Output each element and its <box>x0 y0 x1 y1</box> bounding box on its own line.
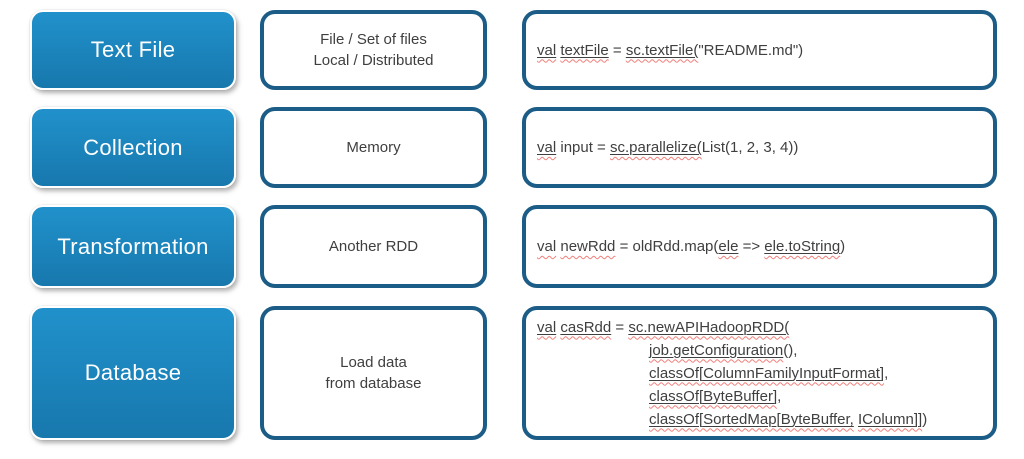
description-line: from database <box>325 375 422 392</box>
code-token-text: ) <box>840 238 846 255</box>
code-token-text: textFile <box>560 41 609 59</box>
description-box-database: Load data from database <box>260 306 487 440</box>
code-token-text: casRdd <box>560 318 612 336</box>
code-token-text: = <box>611 318 629 336</box>
description-text: Load data from database <box>264 352 483 394</box>
code-token-text: => <box>738 238 765 255</box>
code-token-text: List(1, 2, 3, 4)) <box>701 139 799 156</box>
code-token: val <box>537 238 556 255</box>
label-box-collection: Collection <box>30 107 236 188</box>
code-box-database: val casRdd = sc.newAPIHadoopRDD(job.getC… <box>522 306 997 440</box>
code-box-text-file: val textFile = sc.textFile("README.md") <box>522 10 997 90</box>
code-token-text: = oldRdd.map( <box>615 238 719 255</box>
code-token-text: sc.textFile( <box>625 41 699 59</box>
code-token: (), <box>783 342 797 359</box>
source-label: Collection <box>83 134 183 160</box>
code-token: = oldRdd.map( <box>615 238 719 255</box>
code-token: , <box>777 388 781 405</box>
code-line: val casRdd = sc.newAPIHadoopRDD( <box>537 316 927 339</box>
code-block: val newRdd = oldRdd.map(ele => ele.toStr… <box>537 235 845 258</box>
code-token-text: newRdd <box>560 238 616 255</box>
description-line: Another RDD <box>328 238 419 255</box>
code-line: classOf[ColumnFamilyInputFormat], <box>649 362 927 385</box>
description-text: Memory <box>264 137 483 158</box>
code-token: classOf[ByteBuffer] <box>649 388 777 405</box>
code-token: newRdd <box>560 238 615 255</box>
code-token: = <box>609 42 626 59</box>
code-token-text: classOf[ByteBuffer] <box>649 387 778 405</box>
code-token: sc.textFile( <box>626 42 699 59</box>
code-block: val input = sc.parallelize(List(1, 2, 3,… <box>537 136 798 159</box>
code-token-text: , <box>777 387 782 405</box>
description-line: Load data <box>340 354 407 371</box>
code-token-text: classOf[ColumnFamilyInputFormat] <box>649 364 885 382</box>
code-token: val <box>537 319 556 336</box>
code-token-text: val <box>537 139 557 156</box>
description-box-transformation: Another RDD <box>260 205 487 288</box>
code-line: job.getConfiguration(), <box>649 339 927 362</box>
description-box-collection: Memory <box>260 107 487 188</box>
code-token-text: (), <box>783 341 798 359</box>
source-label: Database <box>84 360 182 385</box>
description-line: File / Set of files <box>320 31 427 48</box>
code-token: input = <box>556 139 610 156</box>
code-token-text: sc.parallelize( <box>609 139 702 156</box>
description-line: Local / Distributed <box>313 52 434 69</box>
code-token: "README.md") <box>698 42 803 59</box>
code-token: ) <box>922 411 927 428</box>
code-line: classOf[ByteBuffer], <box>649 385 927 408</box>
code-block: val casRdd = sc.newAPIHadoopRDD(job.getC… <box>537 316 927 431</box>
code-token: classOf[SortedMap[ByteBuffer, <box>649 411 854 428</box>
code-line: val input = sc.parallelize(List(1, 2, 3,… <box>537 136 798 159</box>
source-label: Transformation <box>57 233 209 259</box>
code-token: IColumn]] <box>858 411 922 428</box>
code-token-text: val <box>537 318 557 336</box>
code-token: casRdd <box>560 319 611 336</box>
code-token: sc.newAPIHadoopRDD( <box>628 319 789 336</box>
label-box-database: Database <box>30 306 236 440</box>
code-token-text: , <box>884 364 889 382</box>
label-box-text-file: Text File <box>30 10 236 90</box>
code-token: List(1, 2, 3, 4)) <box>702 139 799 156</box>
code-token-text: val <box>537 238 557 255</box>
source-label: Text File <box>90 37 176 62</box>
description-line: Memory <box>346 139 401 156</box>
code-token-text: job.getConfiguration <box>649 341 784 359</box>
code-line: val textFile = sc.textFile("README.md") <box>537 39 803 62</box>
code-token: val <box>537 139 556 156</box>
code-token-text: classOf[SortedMap[ByteBuffer, <box>649 410 854 428</box>
code-box-collection: val input = sc.parallelize(List(1, 2, 3,… <box>522 107 997 188</box>
code-token-text: input = <box>556 139 610 156</box>
code-line: val newRdd = oldRdd.map(ele => ele.toStr… <box>537 235 845 258</box>
code-token: ) <box>840 238 845 255</box>
code-token: job.getConfiguration <box>649 342 783 359</box>
description-text: Another RDD <box>264 236 483 257</box>
code-token: = <box>611 319 628 336</box>
code-token: textFile <box>560 42 608 59</box>
code-token-text: = <box>608 41 626 59</box>
code-token: , <box>884 365 888 382</box>
code-token: sc.parallelize( <box>610 139 702 156</box>
code-box-transformation: val newRdd = oldRdd.map(ele => ele.toStr… <box>522 205 997 288</box>
code-token-text: "README.md") <box>698 41 804 59</box>
code-token: ele <box>718 238 738 255</box>
code-token-text: sc.newAPIHadoopRDD( <box>628 318 790 336</box>
code-token-text: ) <box>922 410 928 428</box>
code-token-text: ele.toString <box>764 238 841 255</box>
code-line: classOf[SortedMap[ByteBuffer, IColumn]]) <box>649 408 927 431</box>
label-box-transformation: Transformation <box>30 205 236 288</box>
code-token-text: ele <box>718 238 739 255</box>
code-token: => <box>738 238 764 255</box>
code-token-text: IColumn]] <box>858 410 923 428</box>
code-token: val <box>537 42 556 59</box>
code-block: val textFile = sc.textFile("README.md") <box>537 39 803 62</box>
code-token-text: val <box>537 41 557 59</box>
code-token: classOf[ColumnFamilyInputFormat] <box>649 365 884 382</box>
code-token: ele.toString <box>764 238 840 255</box>
